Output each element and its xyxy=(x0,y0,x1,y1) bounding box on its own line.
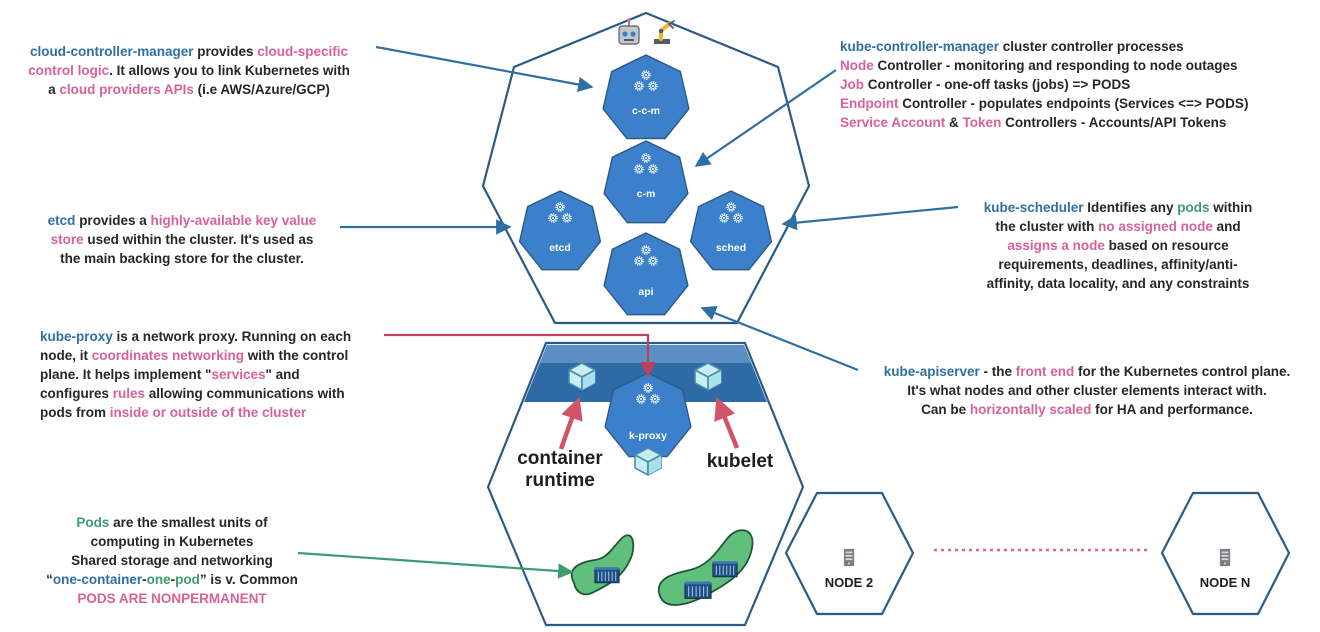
cube-icon xyxy=(694,362,722,391)
ccm-note: cloud-controller-manager provides cloud-… xyxy=(28,44,350,97)
sched-label: sched xyxy=(716,242,746,254)
etcd-label: etcd xyxy=(549,242,571,254)
apiserver-name: kube-apiserver xyxy=(883,364,980,379)
proxy-note: kube-proxy is a network proxy. Running o… xyxy=(40,329,352,420)
kcm-name: kube-controller-manager xyxy=(840,39,1000,54)
pod-icon xyxy=(570,534,635,596)
apiserver-arrow xyxy=(700,305,859,372)
kubelet-arrow xyxy=(714,396,740,449)
pod-icon xyxy=(657,529,754,606)
node-top-band-light xyxy=(540,345,751,363)
ccm-name: cloud-controller-manager xyxy=(29,44,194,59)
proxy-arrow xyxy=(384,333,656,378)
apiserver-note: kube-apiserver - the front end for the K… xyxy=(883,364,1291,417)
api-label: api xyxy=(638,286,653,298)
kubelet-label: kubelet xyxy=(706,451,774,472)
ccm-arrow xyxy=(375,45,594,93)
cm-label: c-m xyxy=(637,188,656,200)
container-runtime-label: container runtime xyxy=(517,448,603,491)
sched-name: kube-scheduler xyxy=(983,200,1084,215)
cube-icon xyxy=(634,447,662,476)
robot-icon xyxy=(618,18,640,45)
kproxy-label: k-proxy xyxy=(629,430,667,442)
server-icon xyxy=(1219,548,1231,567)
pods-name: Pods xyxy=(76,515,110,530)
etcd-component[interactable]: etcd xyxy=(518,190,602,271)
cube-icon xyxy=(568,362,596,391)
ccm-label: c-c-m xyxy=(632,105,660,117)
pods-note: Pods are the smallest units of computing… xyxy=(46,515,298,606)
kcm-note: kube-controller-manager cluster controll… xyxy=(840,39,1249,130)
node2-label: NODE 2 xyxy=(824,575,874,590)
server-icon xyxy=(843,548,855,567)
ccm-component[interactable]: c-c-m xyxy=(602,54,690,140)
etcd-name: etcd xyxy=(47,213,76,228)
sched-note: kube-scheduler Identifies any pods withi… xyxy=(983,200,1253,291)
noden-label: NODE N xyxy=(1199,575,1251,590)
proxy-name: kube-proxy xyxy=(40,329,113,344)
container-runtime-arrow xyxy=(558,396,583,450)
pods-arrow xyxy=(297,551,574,579)
robot-arm-icon xyxy=(654,20,675,44)
sched-component[interactable]: sched xyxy=(689,190,773,271)
cm-component[interactable]: c-m xyxy=(603,140,689,224)
kcm-arrow xyxy=(694,69,837,167)
sched-arrow xyxy=(781,205,959,231)
etcd-note: etcd provides a highly-available key val… xyxy=(47,213,317,266)
api-component[interactable]: api xyxy=(603,232,689,316)
